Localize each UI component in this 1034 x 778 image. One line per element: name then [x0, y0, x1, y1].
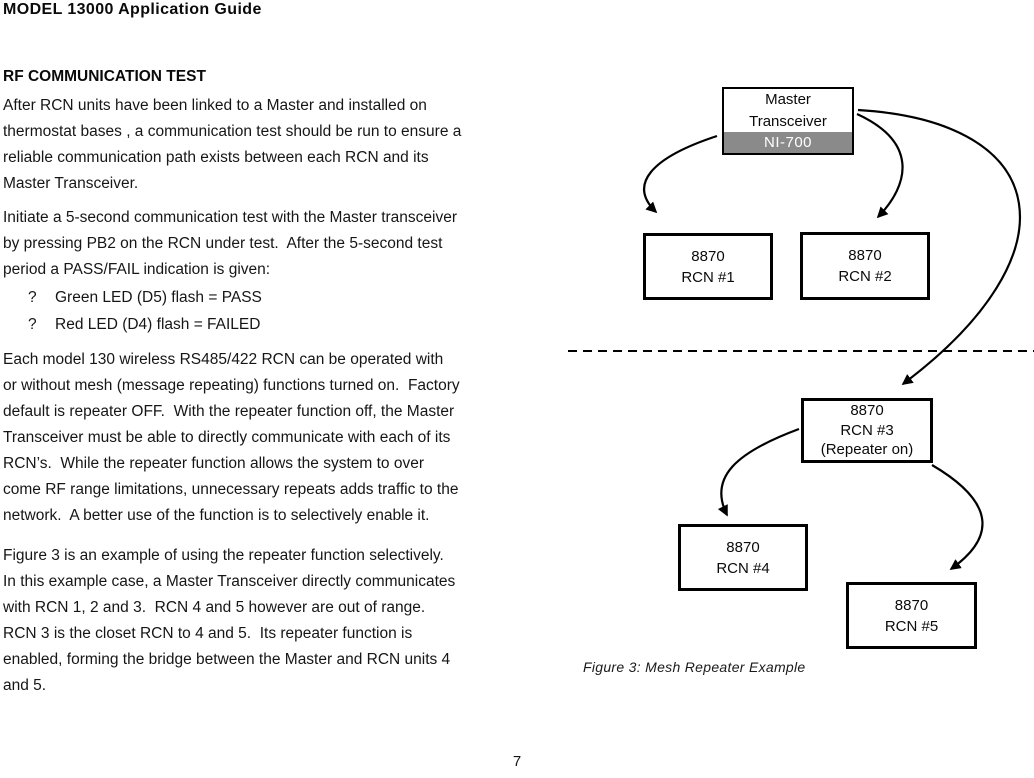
arrow-rcn3-to-rcn4 [717, 427, 800, 517]
paragraph-test-procedure: Initiate a 5-second communication test w… [3, 209, 458, 278]
bullet-marker-icon: ? [28, 289, 37, 306]
bullet-pass-text: Green LED (D5) flash = PASS [55, 289, 262, 306]
rcn5-box: 8870 RCN #5 [846, 582, 977, 649]
rcn1-box: 8870 RCN #1 [643, 233, 773, 300]
arrow-master-to-rcn1 [643, 134, 718, 214]
bullet-fail: ? Red LED (D4) flash = FAILED [28, 311, 260, 338]
bullet-pass: ? Green LED (D5) flash = PASS [28, 284, 262, 311]
paragraph-intro: After RCN units have been linked to a Ma… [3, 97, 462, 192]
paragraph-mesh-description: Each model 130 wireless RS485/422 RCN ca… [3, 351, 460, 524]
document-title: MODEL 13000 Application Guide [3, 1, 262, 18]
rcn4-box: 8870 RCN #4 [678, 524, 808, 591]
paragraph-figure3-explanation: Figure 3 is an example of using the repe… [3, 547, 456, 694]
section-heading: RF COMMUNICATION TEST [3, 68, 206, 85]
figure-caption: Figure 3: Mesh Repeater Example [583, 659, 806, 675]
bullet-marker-icon: ? [28, 316, 37, 333]
page-number: 7 [512, 753, 522, 770]
arrow-master-to-rcn2 [856, 113, 904, 219]
arrow-rcn3-to-rcn5 [931, 464, 984, 570]
ni700-band: NI-700 [724, 132, 852, 153]
master-transceiver-label: Master Transceiver [749, 91, 827, 130]
master-transceiver-box: Master Transceiver NI-700 [722, 87, 854, 155]
bullet-fail-text: Red LED (D4) flash = FAILED [55, 316, 261, 333]
rcn2-box: 8870 RCN #2 [800, 232, 930, 300]
rcn3-repeater-box: 8870 RCN #3 (Repeater on) [801, 398, 933, 463]
